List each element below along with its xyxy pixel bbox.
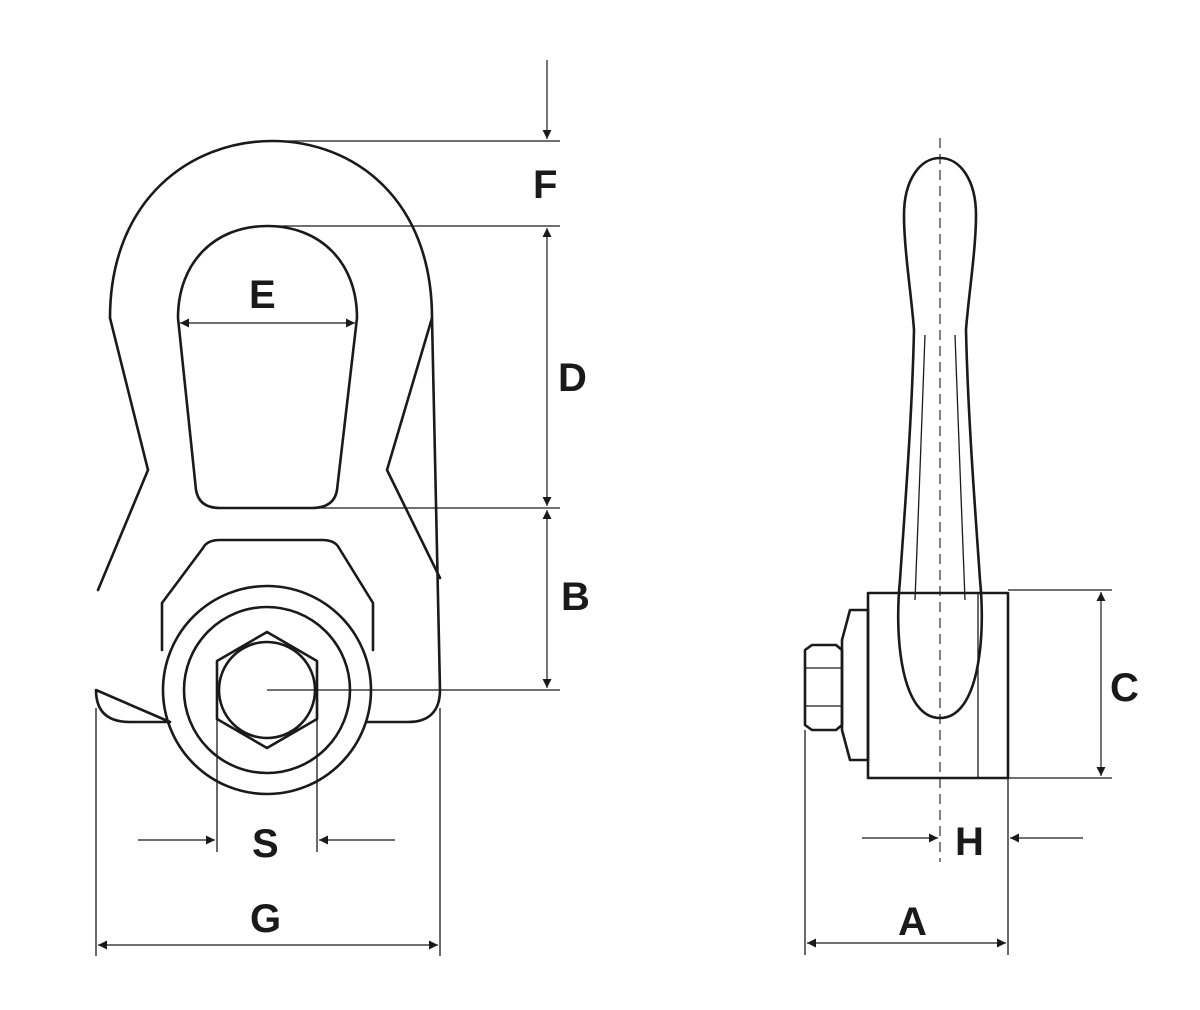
- front-dimensions: F D B E S G: [95, 60, 590, 956]
- side-washer: [840, 608, 870, 762]
- front-view: [94, 139, 442, 796]
- side-view: [803, 138, 1010, 862]
- label-C: C: [1110, 666, 1139, 710]
- front-body-outline: [94, 139, 442, 724]
- label-D: D: [558, 356, 587, 400]
- front-right-flank: [385, 316, 442, 580]
- label-G: G: [250, 897, 281, 941]
- side-eye-inner-left: [914, 334, 926, 601]
- label-F: F: [533, 163, 557, 207]
- label-A: A: [898, 900, 927, 944]
- label-S: S: [252, 822, 279, 866]
- side-dimensions: C H A: [804, 589, 1139, 955]
- label-H: H: [955, 820, 984, 864]
- front-left-flank: [96, 316, 150, 592]
- label-E: E: [249, 273, 276, 317]
- label-B: B: [561, 575, 590, 619]
- side-nut: [803, 643, 844, 732]
- side-base-body: [866, 591, 1010, 780]
- front-base-block: [160, 538, 375, 652]
- side-eye-inner-right: [954, 334, 966, 601]
- front-eye-opening: [176, 224, 359, 510]
